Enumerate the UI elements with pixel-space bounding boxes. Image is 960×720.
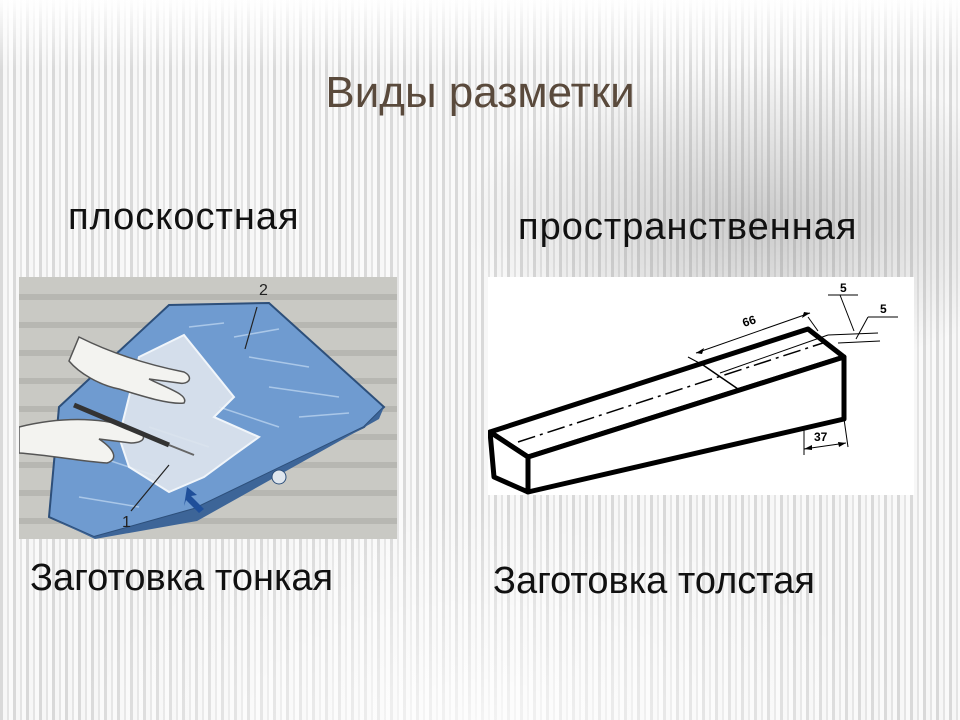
dimension-66: 66 bbox=[741, 312, 758, 330]
slide-title: Виды разметки bbox=[325, 68, 635, 117]
spatial-marking-drawing: 66 5 5 37 bbox=[487, 281, 898, 495]
heading-spatial: пространственная bbox=[518, 206, 858, 248]
caption-thin-workpiece: Заготовка тонкая bbox=[30, 557, 334, 599]
heading-planar: плоскостная bbox=[68, 196, 300, 238]
planar-marking-drawing: 2 1 bbox=[19, 282, 397, 539]
figure-label-2: 2 bbox=[259, 282, 268, 299]
planar-marking-illustration: 2 1 bbox=[19, 277, 397, 539]
dimension-5-lower: 5 bbox=[880, 302, 887, 316]
dimension-5-upper: 5 bbox=[840, 281, 847, 295]
spatial-marking-illustration: 66 5 5 37 bbox=[487, 277, 914, 495]
dimension-37: 37 bbox=[814, 430, 828, 444]
figure-label-1: 1 bbox=[122, 514, 131, 531]
caption-thick-workpiece: Заготовка толстая bbox=[493, 560, 815, 602]
